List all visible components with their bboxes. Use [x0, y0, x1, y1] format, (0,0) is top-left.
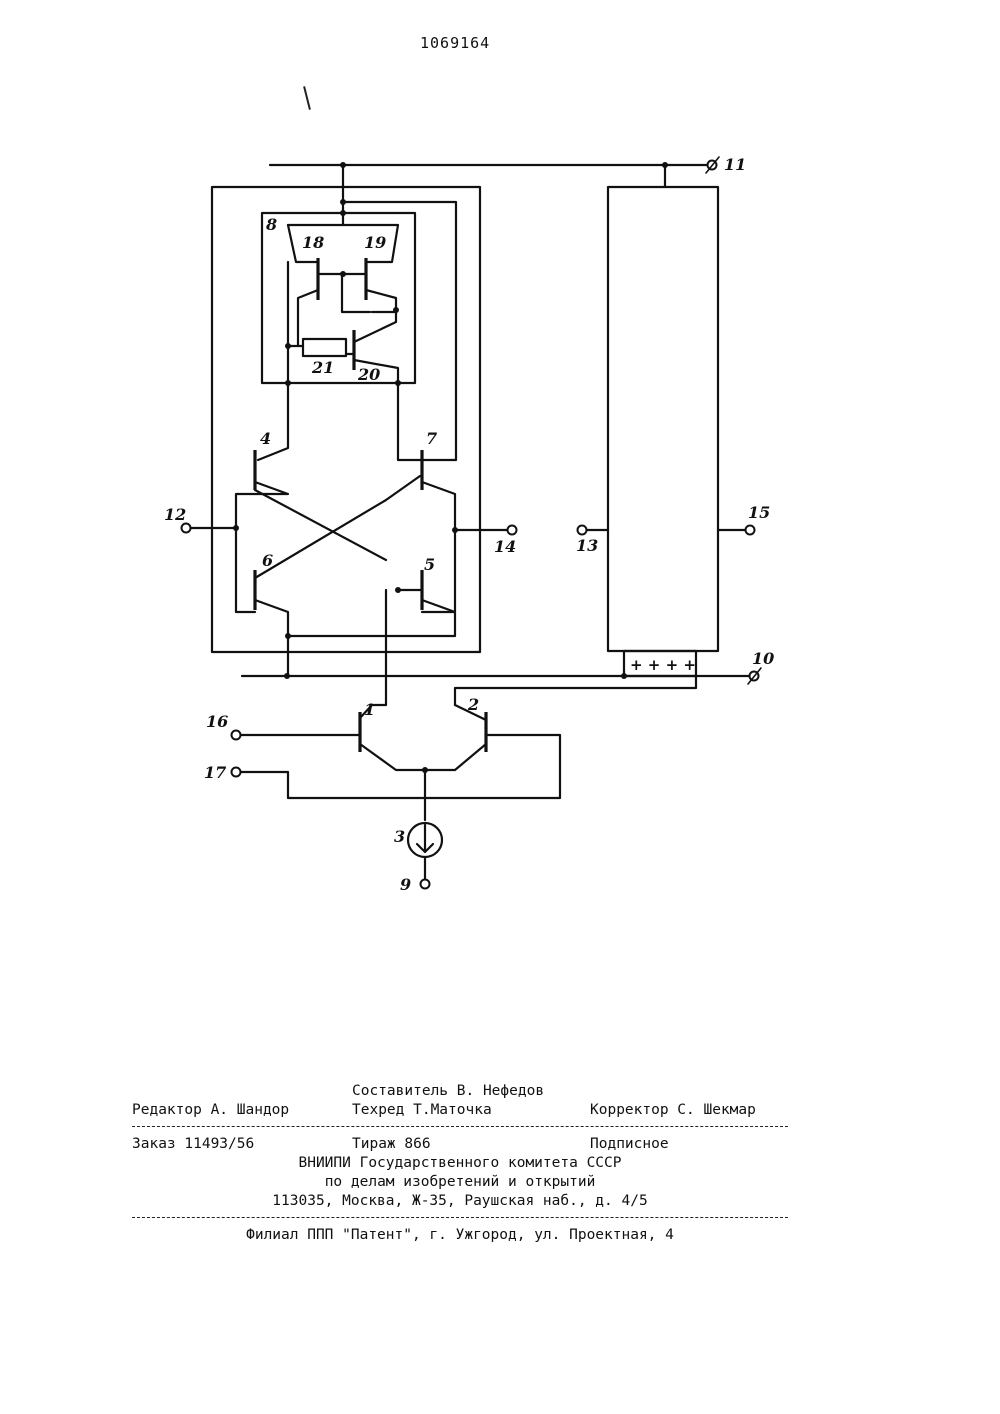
supply-rail-top: [270, 157, 719, 173]
label-20: 20: [357, 365, 380, 384]
label-12: 12: [164, 505, 186, 524]
label-3: 3: [394, 827, 405, 846]
right-block: [455, 165, 718, 705]
techred: Техред Т.Маточка: [352, 1101, 492, 1120]
label-5: 5: [424, 555, 435, 574]
corrector: Корректор С. Шекмар: [590, 1101, 756, 1120]
order: Заказ 11493/56: [132, 1135, 254, 1154]
label-1: 1: [364, 700, 375, 719]
imprint-row-compiler: Составитель В. Нефедов: [132, 1082, 788, 1101]
circuit-diagram: 1 2 3 4 5 6 7 8 9 10 11 12 13 14 15 16 1…: [0, 0, 1000, 1000]
right-block-terminals: [578, 526, 755, 535]
label-10: 10: [752, 649, 774, 668]
block-8: [262, 165, 456, 460]
label-15: 15: [748, 503, 770, 522]
subscription: Подписное: [590, 1135, 669, 1154]
imprint-row-order: Заказ 11493/56 Тираж 866 Подписное: [132, 1135, 788, 1154]
divider: [132, 1126, 788, 1127]
label-18: 18: [302, 233, 324, 252]
label-4: 4: [260, 429, 271, 448]
outer-block-frame: [212, 187, 480, 652]
org-line-2: по делам изобретений и открытий: [132, 1173, 788, 1192]
divider: [132, 1217, 788, 1218]
label-6: 6: [262, 551, 273, 570]
editor: Редактор А. Шандор: [132, 1101, 289, 1120]
label-14: 14: [494, 537, 516, 556]
address: 113035, Москва, Ж-35, Раушская наб., д. …: [132, 1192, 788, 1211]
compiler: Составитель В. Нефедов: [352, 1082, 544, 1101]
circulation: Тираж 866: [352, 1135, 431, 1154]
label-21: 21: [311, 358, 334, 377]
label-13: 13: [576, 536, 598, 555]
transistor-quad: [182, 383, 517, 705]
label-2: 2: [467, 695, 479, 714]
label-9: 9: [400, 875, 411, 894]
block-plus-mark: + + + +: [630, 656, 696, 674]
label-17: 17: [204, 763, 226, 782]
label-16: 16: [206, 712, 228, 731]
imprint-block: Составитель В. Нефедов Редактор А. Шандо…: [132, 1082, 788, 1245]
label-19: 19: [364, 233, 386, 252]
imprint-row-staff: Редактор А. Шандор Техред Т.Маточка Корр…: [132, 1101, 788, 1120]
label-8: 8: [265, 215, 277, 234]
label-7: 7: [426, 429, 437, 448]
differential-pair: [232, 705, 561, 889]
org-line-1: ВНИИПИ Государственного комитета СССР: [132, 1154, 788, 1173]
label-11: 11: [724, 155, 746, 174]
branch: Филиал ППП "Патент", г. Ужгород, ул. Про…: [132, 1226, 788, 1245]
